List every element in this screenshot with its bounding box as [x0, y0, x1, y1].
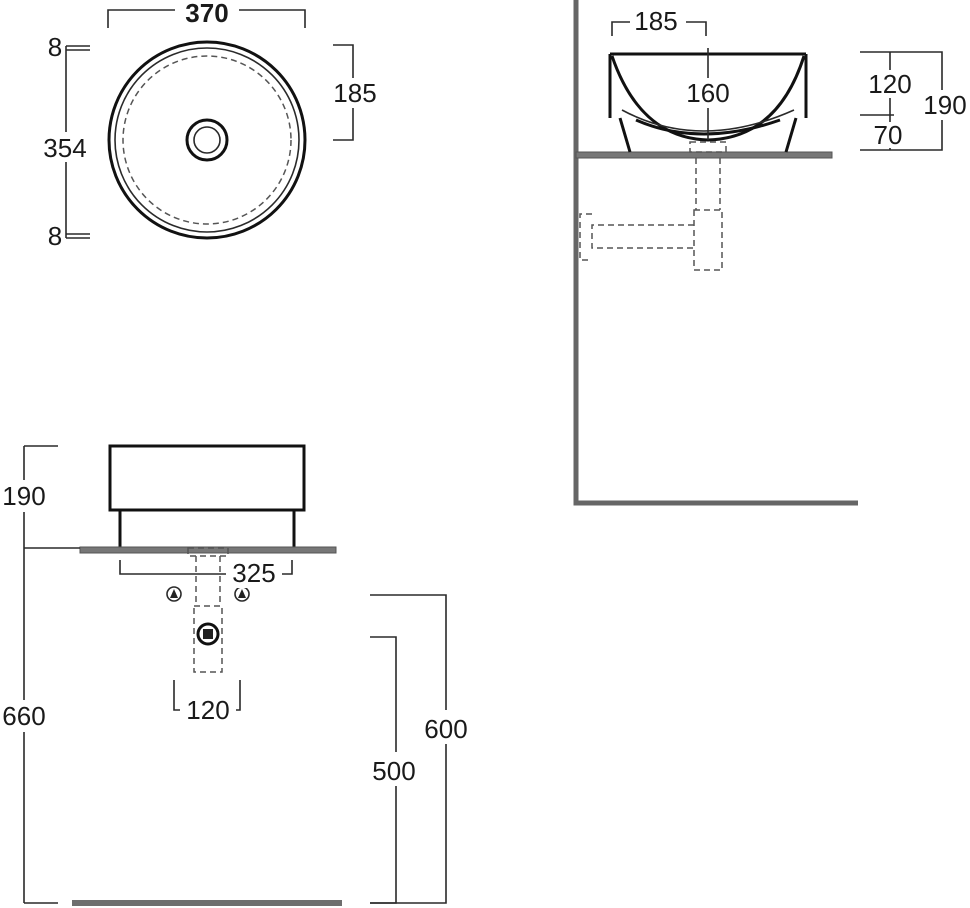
- wall: [573, 0, 858, 506]
- trap-height-label: 500: [372, 756, 415, 786]
- drain-depth-label: 160: [686, 78, 729, 108]
- basin-body: [108, 444, 306, 512]
- waste-pipe-hidden: [187, 547, 229, 673]
- outlet-height-dimension-line: [370, 594, 447, 904]
- outlet-height-label: 600: [424, 714, 467, 744]
- bowl-height-label: 120: [868, 69, 911, 99]
- side-view: 185 160 120 70 190: [573, 0, 970, 506]
- fixing-bolt-right: [234, 586, 250, 602]
- basin-bowl-hidden-edge: [122, 55, 292, 225]
- drain-inner: [193, 126, 221, 154]
- base-height-label: 70: [874, 120, 903, 150]
- countertop: [575, 151, 833, 159]
- width-label: 370: [185, 0, 228, 28]
- basin-base: [118, 508, 296, 550]
- half-width-label: 185: [634, 6, 677, 36]
- basin-outer-rim: [107, 40, 307, 240]
- total-height-label: 190: [923, 90, 966, 120]
- drain-outer: [185, 118, 229, 162]
- height-dimension-line-left: [23, 445, 80, 904]
- front-view: 325 120 190 660 500 600: [0, 444, 474, 906]
- inner-diameter-label: 354: [43, 133, 86, 163]
- rim-bottom-label: 8: [48, 221, 62, 251]
- radius-label: 185: [333, 78, 376, 108]
- basin-inner-rim: [114, 47, 300, 233]
- countertop: [79, 546, 337, 554]
- rim-top-label: 8: [48, 32, 62, 62]
- top-view: 370 185 8 354 8: [38, 0, 382, 251]
- waste-spacing-label: 120: [186, 695, 229, 725]
- fixing-spacing-dimension-line: [119, 560, 293, 575]
- waste-outlet: [196, 622, 220, 646]
- bowl-base-inner: [621, 109, 795, 132]
- fixing-spacing-label: 325: [232, 558, 275, 588]
- counter-height-label: 660: [2, 701, 45, 731]
- bowl-base: [618, 117, 798, 153]
- waste-pipe-hidden: [579, 141, 727, 271]
- basin-height-label: 190: [2, 481, 45, 511]
- fixing-bolt-left: [166, 586, 182, 602]
